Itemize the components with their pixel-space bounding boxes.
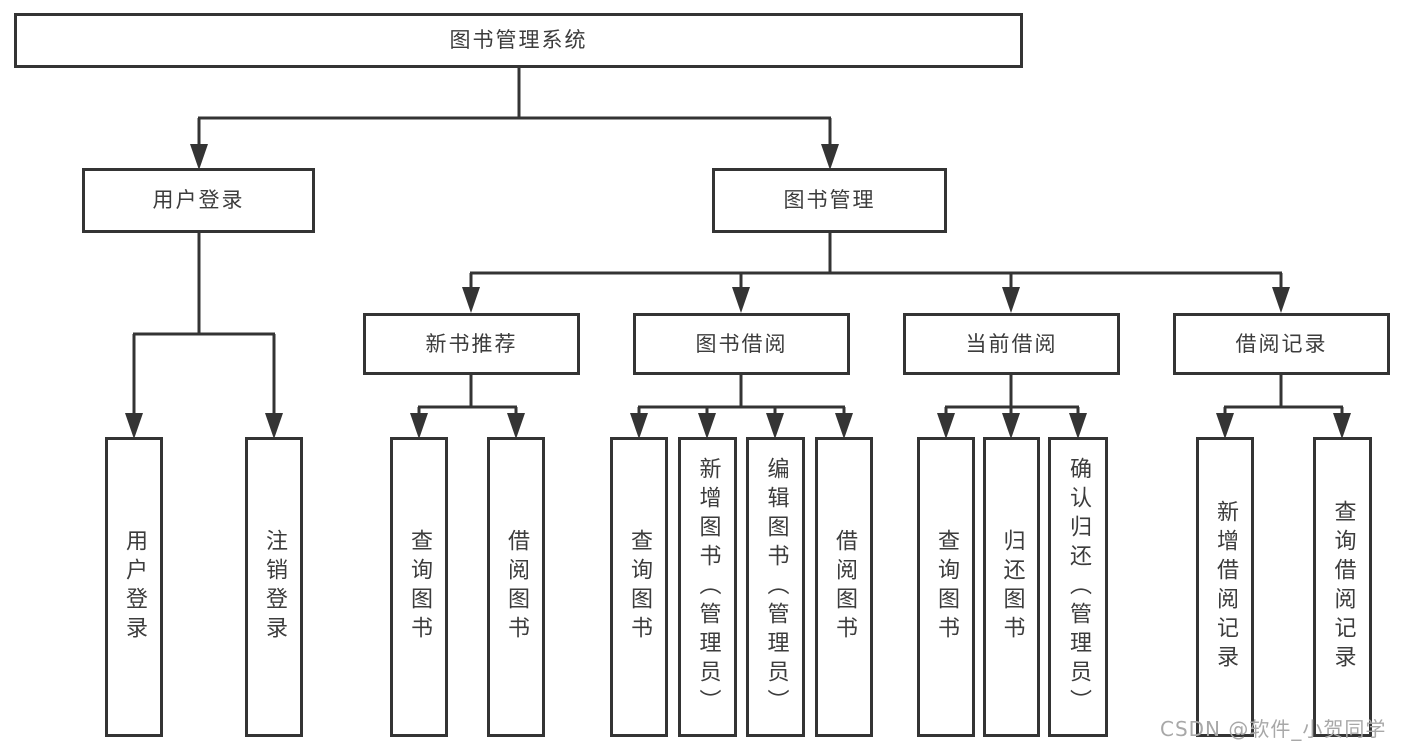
connector-new-book-to-leaves bbox=[417, 375, 518, 416]
leaf-add-borrow-record-label: 新增借阅记录 bbox=[1213, 500, 1238, 674]
leaf-confirm-return-admin: 确认归还（管理员） bbox=[1048, 437, 1108, 737]
node-borrow-records-label: 借阅记录 bbox=[1235, 331, 1328, 356]
leaf-add-books-admin: 新增图书（管理员） bbox=[678, 437, 737, 737]
leaf-user-login: 用户登录 bbox=[105, 437, 163, 737]
leaf-query-books-borrow-label: 查询图书 bbox=[627, 529, 652, 645]
node-new-book-recommend: 新书推荐 bbox=[363, 313, 580, 375]
node-root-label: 图书管理系统 bbox=[449, 28, 588, 52]
connector-current-borrow-to-leaves bbox=[944, 375, 1080, 416]
arrowheads-borrow-records-leaves bbox=[1216, 413, 1351, 439]
leaf-return-books-label: 归还图书 bbox=[999, 529, 1025, 645]
leaf-query-books-current-label: 查询图书 bbox=[934, 529, 959, 645]
node-current-borrow: 当前借阅 bbox=[903, 313, 1120, 375]
leaf-query-books-recommend: 查询图书 bbox=[390, 437, 448, 737]
node-book-management: 图书管理 bbox=[712, 168, 947, 233]
node-borrow-records: 借阅记录 bbox=[1173, 313, 1390, 375]
leaf-logout: 注销登录 bbox=[245, 437, 303, 737]
arrowheads-user-login-leaves bbox=[125, 413, 283, 439]
leaf-edit-books-admin-label: 编辑图书（管理员） bbox=[763, 456, 789, 718]
leaf-confirm-return-admin-label: 确认归还（管理员） bbox=[1066, 456, 1091, 718]
leaf-logout-label: 注销登录 bbox=[262, 529, 287, 645]
leaf-user-login-label: 用户登录 bbox=[122, 529, 147, 645]
connector-borrow-records-to-leaves bbox=[1223, 375, 1344, 416]
leaf-add-borrow-record: 新增借阅记录 bbox=[1196, 437, 1254, 737]
connector-book-borrow-to-leaves bbox=[637, 375, 846, 416]
arrowheads-new-book-leaves bbox=[410, 413, 525, 439]
arrowheads-book-borrow-leaves bbox=[630, 413, 853, 439]
leaf-query-borrow-record: 查询借阅记录 bbox=[1313, 437, 1372, 737]
connector-root-to-level2 bbox=[197, 68, 832, 148]
leaf-add-books-admin-label: 新增图书（管理员） bbox=[695, 456, 721, 718]
arrowheads-current-borrow-leaves bbox=[937, 413, 1087, 439]
leaf-query-books-current: 查询图书 bbox=[917, 437, 975, 737]
leaf-edit-books-admin: 编辑图书（管理员） bbox=[746, 437, 805, 737]
leaf-return-books: 归还图书 bbox=[983, 437, 1040, 737]
arrowheads-level3 bbox=[462, 287, 1290, 313]
leaf-query-books-recommend-label: 查询图书 bbox=[407, 529, 432, 645]
leaf-borrow-books-recommend-label: 借阅图书 bbox=[504, 529, 529, 645]
arrowheads-level2 bbox=[190, 144, 839, 170]
node-user-login: 用户登录 bbox=[82, 168, 315, 233]
leaf-query-books-borrow: 查询图书 bbox=[610, 437, 668, 737]
leaf-borrow-books-label: 借阅图书 bbox=[832, 529, 857, 645]
node-book-management-label: 图书管理 bbox=[783, 188, 876, 212]
node-user-login-label: 用户登录 bbox=[152, 188, 245, 212]
csdn-watermark: CSDN @软件_小贺同学 bbox=[1160, 717, 1387, 741]
leaf-borrow-books: 借阅图书 bbox=[815, 437, 873, 737]
connector-user-login-to-leaves bbox=[132, 233, 276, 414]
connector-book-management-to-level3 bbox=[469, 233, 1283, 290]
leaf-borrow-books-recommend: 借阅图书 bbox=[487, 437, 545, 737]
node-book-borrow: 图书借阅 bbox=[633, 313, 850, 375]
node-root-system: 图书管理系统 bbox=[14, 13, 1023, 68]
node-new-book-recommend-label: 新书推荐 bbox=[425, 331, 518, 356]
node-current-borrow-label: 当前借阅 bbox=[965, 331, 1058, 356]
leaf-query-borrow-record-label: 查询借阅记录 bbox=[1330, 500, 1356, 674]
node-book-borrow-label: 图书借阅 bbox=[695, 331, 788, 356]
